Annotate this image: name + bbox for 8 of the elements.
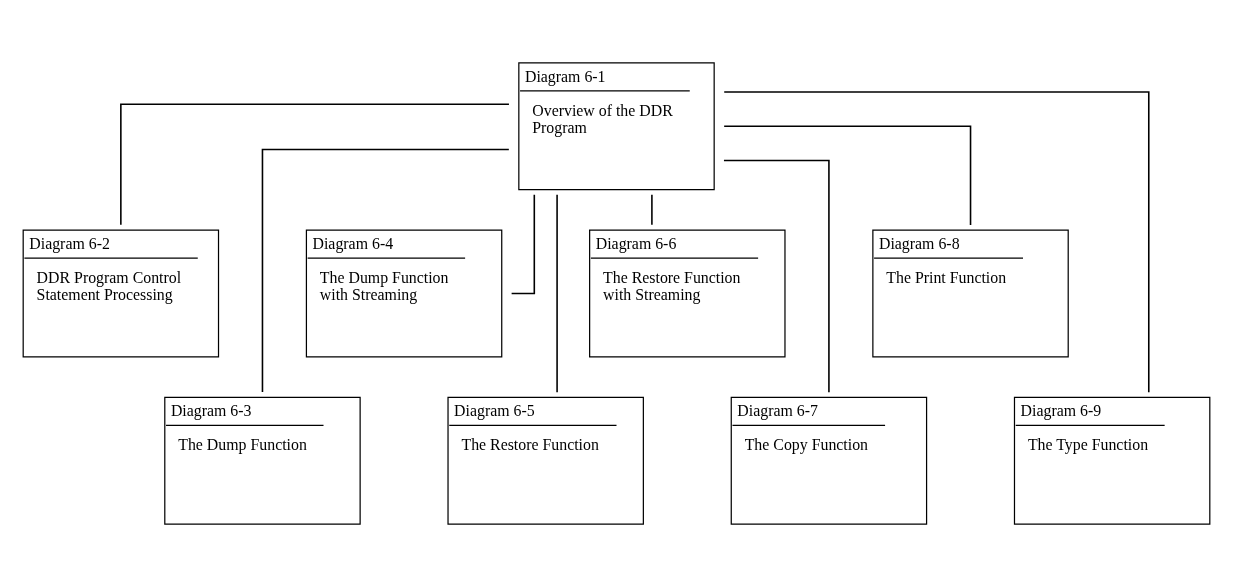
connector bbox=[723, 159, 830, 393]
connector bbox=[120, 102, 510, 225]
connector bbox=[723, 124, 972, 226]
connector bbox=[651, 193, 653, 226]
connector bbox=[261, 148, 510, 393]
connector bbox=[723, 90, 1150, 393]
connector bbox=[556, 193, 558, 393]
connector bbox=[510, 193, 536, 294]
